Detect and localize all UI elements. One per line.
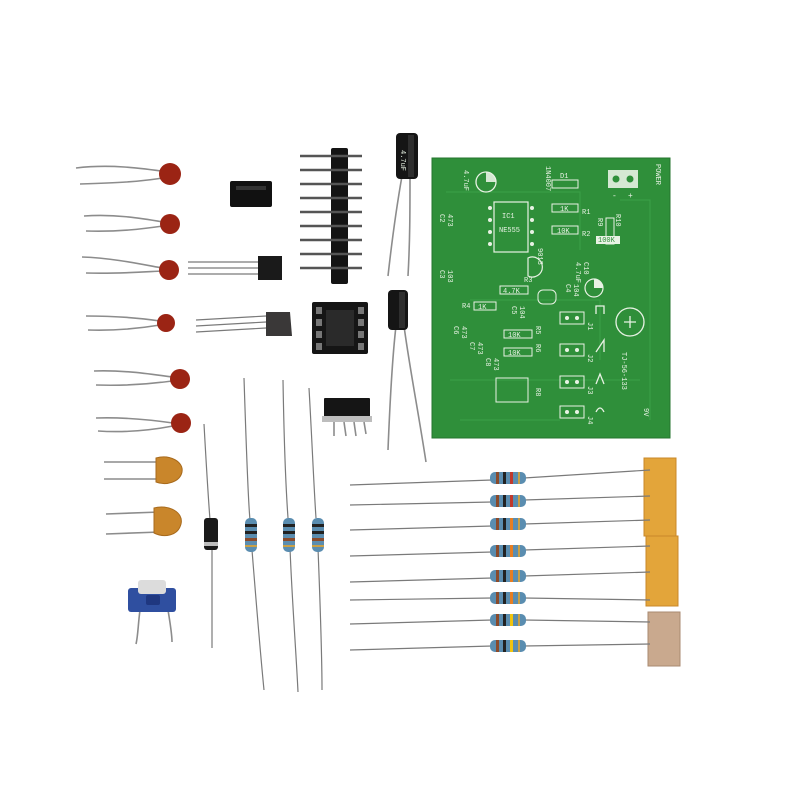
pcb-jumper-j4: J4: [559, 405, 593, 424]
pcb-j3-label: J3: [585, 386, 593, 394]
power-transistor: [322, 398, 372, 437]
resistor-horizontal-7: [349, 614, 651, 626]
pcb-waveform-symbols: [595, 305, 605, 413]
resistor-horizontal-4: [349, 545, 651, 557]
pcb-c2-ref: C2: [437, 214, 445, 222]
ceramic-capacitor-6: [95, 413, 191, 433]
resistor-horizontal-3: [349, 518, 651, 531]
pcb-trimmer-footprint: [615, 307, 645, 337]
pcb-r2-value: 10K: [557, 228, 570, 236]
pcb-jumper-j1: J1: [559, 311, 593, 330]
ceramic-capacitor-2: [83, 214, 180, 234]
resistor-vertical-1: [243, 377, 265, 691]
pcb-transistor-label: 9013: [535, 248, 543, 265]
pcb-model-label: TJ-56-133: [619, 352, 627, 390]
dipped-capacitor-1: [104, 456, 183, 485]
electrolytic-capacitor-1: 4.7uF: [387, 133, 418, 277]
pcb-r3-ref: R3: [524, 277, 532, 285]
pcb-plus-label: +: [628, 192, 633, 201]
dipped-capacitor-2: [105, 506, 182, 537]
pcb-jumper-j2: J2: [559, 343, 593, 362]
pcb-c1-value: 4.7uF: [461, 170, 469, 191]
pcb-c3-ref: C3: [437, 270, 445, 278]
pcb-r4-ref: R4: [462, 303, 470, 311]
resistor-horizontal-1: [349, 469, 651, 486]
electrolytic-capacitor-2: [387, 290, 427, 463]
pcb-c10-ref: C10: [581, 262, 589, 275]
pcb-board: - + POWER 4.7uF 1N4007 D1 IC1 NE555 C2 4…: [431, 157, 671, 439]
resistor-horizontal-5: [349, 570, 651, 583]
pcb-c7-ref: C7: [467, 342, 475, 350]
pcb-diode-ref: D1: [560, 173, 568, 181]
electrolytic-value-label: 4.7uF: [398, 150, 406, 171]
resistor-vertical-3: [308, 387, 324, 691]
ceramic-capacitor-5: [93, 369, 190, 389]
pcb-j4-label: J4: [585, 416, 593, 424]
pcb-minus-label: -: [612, 192, 617, 201]
pcb-c8-code: 473: [491, 358, 499, 371]
pcb-r8-ref: R8: [533, 388, 541, 396]
pcb-j2-label: J2: [585, 354, 593, 362]
pcb-power-label: POWER: [653, 164, 661, 186]
trimmer-potentiometer: [128, 580, 176, 645]
pcb-diode-part: 1N4007: [543, 166, 551, 191]
pcb-r3-value: 4.7K: [503, 288, 521, 296]
transistor-1: [188, 256, 282, 280]
transistor-2: [195, 312, 292, 336]
pcb-c5-code: 104: [517, 306, 525, 319]
pcb-r5-value: 10K: [508, 332, 521, 340]
pcb-jumper-j3: J3: [559, 375, 593, 394]
diode: [203, 423, 218, 648]
ceramic-capacitor-3: [81, 256, 179, 280]
pcb-r5-ref: R5: [533, 326, 541, 334]
jumper-cap: [230, 181, 272, 207]
ic-socket: [312, 302, 368, 354]
ceramic-capacitor-4: [85, 314, 175, 332]
pcb-r1-value: 1K: [560, 206, 569, 214]
pcb-r9-ref: R9: [595, 218, 603, 226]
resistor-horizontal-6: [349, 592, 651, 604]
resistor-tape-strip: [643, 457, 681, 667]
pcb-power-terminal: - + POWER: [608, 164, 661, 201]
pcb-c3-code: 103: [445, 270, 453, 283]
pcb-voltage-label: 9V: [641, 408, 649, 417]
pcb-c4-ref: C4: [563, 284, 571, 292]
pcb-r10-ref: R10: [613, 214, 621, 227]
pcb-r6-ref: R6: [533, 344, 541, 352]
resistor-vertical-2: [282, 379, 299, 693]
resistor-horizontal-2: [349, 495, 651, 507]
ceramic-capacitor-1: [75, 163, 181, 185]
pcb-r2-ref: R2: [582, 231, 590, 239]
pcb-ic-label: NE555: [499, 227, 520, 235]
pcb-r6-value: 10K: [508, 350, 521, 358]
pcb-c5-ref: C5: [509, 306, 517, 314]
pcb-r1-ref: R1: [582, 209, 590, 217]
pcb-c6-code: 473: [459, 326, 467, 339]
pcb-c10-value: 4.7uF: [573, 262, 581, 283]
pin-header-strip: [300, 148, 362, 284]
pcb-c6-ref: C6: [451, 326, 459, 334]
pcb-j1-label: J1: [585, 322, 593, 330]
pcb-c7-code: 473: [475, 342, 483, 355]
pcb-r9-value: 100K: [598, 237, 616, 245]
pcb-c2-code: 473: [445, 214, 453, 227]
pcb-r4-value: 1K: [478, 304, 487, 312]
pcb-c8-ref: C8: [483, 358, 491, 366]
pcb-ic-ref: IC1: [502, 213, 515, 221]
pcb-ic1-footprint: IC1 NE555: [488, 201, 534, 253]
pcb-c4-code: 104: [571, 284, 579, 297]
resistor-horizontal-8: [349, 640, 651, 652]
